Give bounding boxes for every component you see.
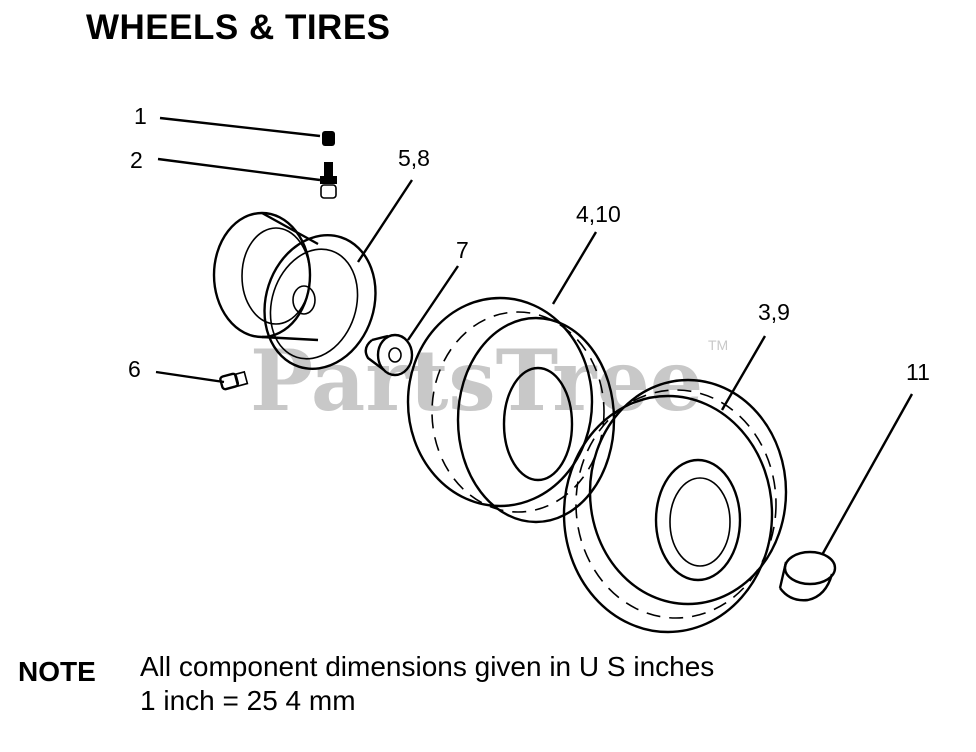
callout-1: 1 xyxy=(134,103,147,129)
rear-tire-part xyxy=(562,335,788,634)
diagram-title: WHEELS & TIRES xyxy=(86,8,391,47)
callout-2: 2 xyxy=(130,147,143,173)
callout-11: 11 xyxy=(906,359,930,385)
callout-4-10: 4,10 xyxy=(576,201,621,227)
watermark-trademark: TM xyxy=(708,337,728,353)
callout-3-9: 3,9 xyxy=(758,299,790,325)
note-line-1: All component dimensions given in U S in… xyxy=(140,651,715,682)
leader-5-8 xyxy=(356,179,414,263)
note-line-2: 1 inch = 25 4 mm xyxy=(140,685,356,716)
valve-stem-part xyxy=(157,157,337,199)
watermark: PartsTree xyxy=(250,331,703,430)
bushing-part xyxy=(364,265,459,377)
callout-7: 7 xyxy=(456,237,469,263)
callout-5-8: 5,8 xyxy=(398,145,430,171)
note-label: NOTE xyxy=(18,656,96,687)
note-text: All component dimensions given in U S in… xyxy=(140,650,714,718)
callout-6: 6 xyxy=(128,356,141,382)
hub-cap-part xyxy=(778,393,914,602)
valve-cap-part xyxy=(159,116,335,146)
wheel-rim-part xyxy=(212,211,377,370)
grease-fitting-part xyxy=(155,370,249,391)
